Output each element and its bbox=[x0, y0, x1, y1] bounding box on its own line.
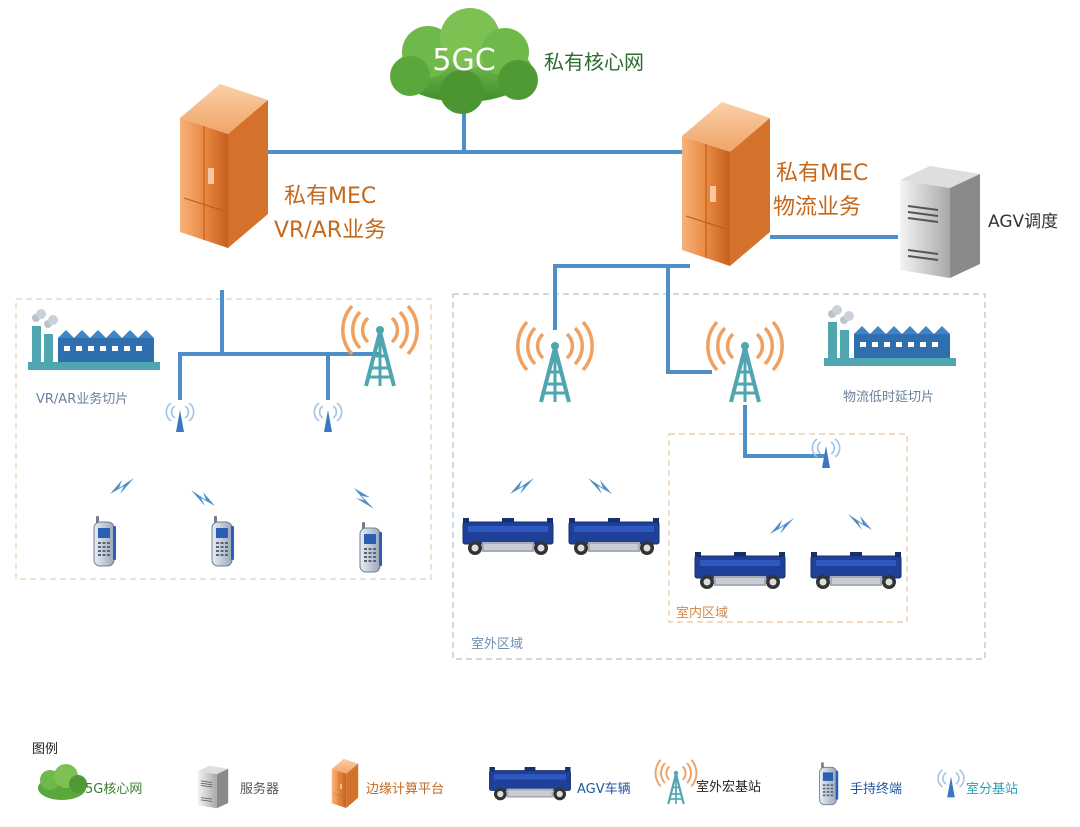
indoor-station-2-icon bbox=[313, 402, 343, 433]
legend-label-edge: 边缘计算平台 bbox=[366, 782, 445, 797]
legend-label-handheld: 手持终端 bbox=[850, 782, 903, 797]
wireless-link-icon bbox=[510, 478, 534, 494]
outdoor-zone-label: 室外区域 bbox=[471, 637, 524, 652]
factory-left-icon bbox=[28, 309, 160, 370]
mec-right-title: 私有MEC bbox=[776, 161, 869, 186]
agv-server-label: AGV调度 bbox=[988, 212, 1059, 232]
agv-vehicle-3-icon bbox=[694, 551, 786, 590]
slice-label-right: 物流低时延切片 bbox=[843, 390, 935, 405]
left-zone-border bbox=[15, 298, 432, 580]
wireless-link-icon bbox=[354, 485, 374, 512]
legend-label-server: 服务器 bbox=[240, 782, 280, 797]
legend-indoor-station-icon bbox=[937, 769, 965, 799]
core-network-cloud-icon bbox=[390, 8, 538, 114]
legend-agv-icon bbox=[489, 766, 571, 801]
macro-station-outdoor-icon bbox=[515, 320, 595, 404]
macro-station-indoor-link-icon bbox=[705, 320, 785, 404]
indoor-zone-border bbox=[668, 433, 908, 623]
wireless-link-icon bbox=[588, 478, 612, 494]
legend-server-icon bbox=[197, 765, 229, 809]
wireless-link-icon bbox=[110, 478, 134, 494]
slice-label-left: VR/AR业务切片 bbox=[36, 392, 129, 407]
agv-server-icon bbox=[899, 165, 981, 279]
legend-label-core: 5G核心网 bbox=[85, 782, 143, 797]
mec-left-icon bbox=[179, 83, 269, 249]
core-network-label: 私有核心网 bbox=[544, 50, 644, 74]
mec-left-subtitle: VR/AR业务 bbox=[274, 218, 387, 243]
agv-vehicle-4-icon bbox=[810, 551, 902, 590]
handheld-terminal-2-icon bbox=[211, 515, 235, 567]
mec-right-icon bbox=[681, 101, 771, 267]
handheld-terminal-1-icon bbox=[93, 515, 117, 567]
macro-station-left-icon bbox=[340, 304, 420, 388]
wireless-link-icon bbox=[848, 514, 872, 530]
legend-label-indoor-station: 室分基站 bbox=[966, 782, 1019, 797]
indoor-zone-label: 室内区域 bbox=[676, 606, 729, 621]
indoor-station-3-icon bbox=[811, 438, 841, 469]
factory-right-icon bbox=[824, 305, 956, 366]
cloud-text: 5GC bbox=[432, 43, 495, 78]
handheld-terminal-3-icon bbox=[359, 521, 383, 573]
legend-title: 图例 bbox=[32, 742, 59, 757]
legend-edge-platform-icon bbox=[331, 758, 359, 809]
wireless-link-icon bbox=[770, 518, 794, 534]
agv-vehicle-2-icon bbox=[568, 517, 660, 556]
mec-left-title: 私有MEC bbox=[284, 184, 377, 209]
wireless-link-icon bbox=[191, 490, 215, 506]
network-links bbox=[178, 100, 898, 458]
legend-macro-station-icon bbox=[654, 758, 698, 806]
legend-cloud-icon bbox=[38, 764, 87, 800]
legend-handheld-terminal-icon bbox=[819, 761, 839, 806]
mec-right-subtitle: 物流业务 bbox=[773, 195, 862, 220]
legend-label-macro: 室外宏基站 bbox=[696, 780, 762, 795]
legend-label-agv: AGV车辆 bbox=[577, 782, 631, 797]
indoor-station-1-icon bbox=[165, 402, 195, 433]
outdoor-zone-border bbox=[452, 293, 986, 660]
agv-vehicle-1-icon bbox=[462, 517, 554, 556]
